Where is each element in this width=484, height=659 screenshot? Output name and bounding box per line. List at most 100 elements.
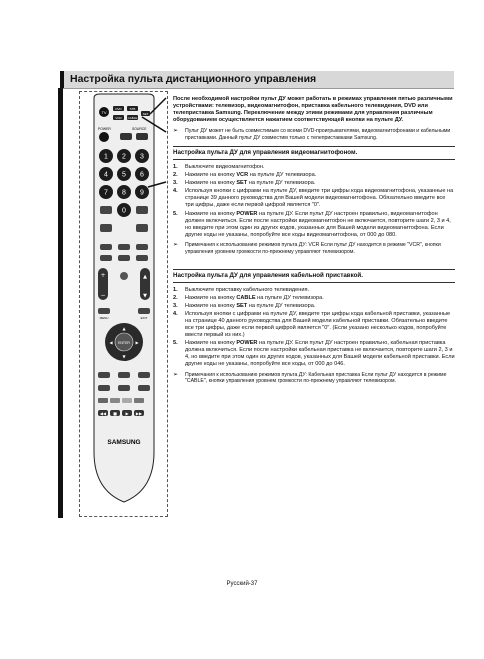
vcr-heading: Настройка пульта ДУ для управления видео…	[173, 148, 358, 156]
title-accent	[60, 71, 64, 88]
lower-button-4[interactable]	[98, 385, 110, 391]
callout-digits	[147, 181, 167, 188]
intro-note-text: Пульт ДУ может не быть совместимым со вс…	[185, 128, 451, 142]
rewind-button[interactable]	[98, 410, 108, 416]
step-text: Используя кнопки с цифрами на пульте ДУ,…	[185, 311, 455, 339]
step-text: Выключите приставку кабельного телевиден…	[185, 287, 309, 294]
step-key-name: SET	[236, 180, 248, 187]
step-text-post: на пульте ДУ телевизора.	[247, 302, 316, 309]
cable-note-text: Примечания к использованию режимов пульт…	[185, 371, 447, 385]
vcr-step: 1.Выключите видеомагнитофон.	[173, 164, 455, 171]
stop-button[interactable]	[110, 410, 120, 416]
cable-button[interactable]	[127, 115, 138, 120]
stb-button[interactable]	[127, 106, 138, 111]
instructions: После необходимой настройки пульт ДУ мож…	[173, 96, 455, 388]
digit-button-3[interactable]	[135, 149, 149, 163]
vcr-step: 5.Нажмите на кнопку POWER на пульте ДУ. …	[173, 211, 455, 239]
menu-label: MENU	[100, 316, 109, 320]
func-button-5[interactable]	[118, 255, 130, 261]
nav-right-icon: ▶	[135, 340, 139, 345]
side-bar	[58, 88, 63, 518]
vol-plus-icon: +	[100, 272, 105, 279]
lower-button-1[interactable]	[98, 372, 110, 378]
digit-label: 8	[122, 190, 126, 197]
cable-step: 5.Нажмите на кнопку POWER на пульте ДУ. …	[173, 340, 455, 368]
step-text-pre: Выключите приставку кабельного телевиден…	[185, 286, 310, 293]
title-bar: Настройка пульта дистанционного управлен…	[60, 71, 454, 89]
power-button[interactable]	[99, 132, 109, 142]
forward-icon: ▶▶	[136, 411, 143, 416]
cable-step: 1. Выключите приставку кабельного телевид…	[173, 287, 455, 294]
exit-button[interactable]	[138, 308, 150, 314]
vcr-step: 4.Используя кнопки с цифрами на пульте Д…	[173, 188, 455, 209]
red-button[interactable]	[98, 398, 108, 403]
dvd-button[interactable]	[113, 106, 124, 111]
play-button[interactable]	[122, 410, 132, 416]
enter-label: ENTER	[118, 341, 130, 345]
lower-button-5[interactable]	[118, 385, 130, 391]
lower-button-2[interactable]	[118, 372, 130, 378]
note-arrow-icon: ➢	[173, 371, 179, 378]
step-text: Нажмите на кнопку SET на пульте ДУ телев…	[185, 180, 315, 187]
lower-button-6[interactable]	[138, 385, 150, 391]
green-button[interactable]	[110, 398, 120, 403]
channel-rocker[interactable]	[140, 268, 150, 300]
source-button[interactable]	[136, 133, 148, 140]
mode-button[interactable]	[120, 133, 132, 140]
play-icon: ▶	[125, 411, 129, 416]
page-title: Настройка пульта дистанционного управлен…	[70, 73, 317, 85]
step-text: Нажмите на кнопку VCR на пульте ДУ телев…	[185, 172, 316, 179]
aux-key-3[interactable]	[100, 224, 112, 232]
func-button-3[interactable]	[136, 244, 148, 250]
callout-set	[149, 97, 167, 115]
func-button-4[interactable]	[100, 255, 112, 261]
enter-button[interactable]	[114, 332, 134, 352]
mute-button[interactable]	[120, 272, 128, 280]
yellow-button[interactable]	[122, 398, 132, 403]
step-number: 1.	[173, 286, 178, 293]
nav-down-icon: ▼	[122, 354, 126, 359]
digit-label: 2	[122, 154, 126, 161]
digit-button-7[interactable]	[99, 185, 113, 199]
cable-label: CABLE	[128, 116, 138, 120]
digit-button-1[interactable]	[99, 149, 113, 163]
cable-section-heading: Настройка пульта ДУ для управления кабел…	[173, 268, 455, 283]
aux-key-4[interactable]	[136, 224, 148, 232]
step-text-pre: Нажмите на кнопку	[185, 210, 237, 217]
step-text-pre: Нажмите на кнопку	[185, 172, 237, 179]
digit-button-0[interactable]	[117, 203, 131, 217]
forward-button[interactable]	[134, 410, 144, 416]
step-number: 4.	[173, 188, 178, 195]
note-arrow-icon: ➢	[173, 241, 179, 248]
func-button-6[interactable]	[136, 255, 148, 261]
digit-button-4[interactable]	[99, 167, 113, 181]
source-label: SOURCE	[132, 127, 147, 131]
volume-rocker[interactable]	[98, 268, 108, 300]
nav-up-icon: ▲	[122, 326, 126, 331]
digit-label: 5	[122, 172, 126, 179]
blue-button[interactable]	[134, 398, 144, 403]
step-key-name: CABLE	[236, 294, 256, 301]
func-button-2[interactable]	[118, 244, 130, 250]
digit-label: 0	[122, 208, 126, 215]
lower-button-3[interactable]	[138, 372, 150, 378]
digit-button-9[interactable]	[135, 185, 149, 199]
step-text: Нажмите на кнопку CABLE на пульте ДУ тел…	[185, 295, 324, 302]
tv-mode-button[interactable]	[99, 107, 109, 117]
intro-text: После необходимой настройки пульт ДУ мож…	[173, 96, 453, 124]
step-key-name: POWER	[236, 210, 258, 217]
set-button[interactable]	[141, 111, 150, 116]
vcr-steps: 1.Выключите видеомагнитофон.2.Нажмите на…	[173, 164, 455, 239]
digit-button-5[interactable]	[117, 167, 131, 181]
digit-button-6[interactable]	[135, 167, 149, 181]
vcr-button[interactable]	[113, 115, 124, 120]
aux-key-1[interactable]	[100, 206, 112, 214]
digit-button-2[interactable]	[117, 149, 131, 163]
aux-key-2[interactable]	[136, 206, 148, 214]
menu-button[interactable]	[98, 308, 110, 314]
func-button-1[interactable]	[100, 244, 112, 250]
ch-up-icon: ▲	[143, 274, 147, 280]
digit-label: 4	[104, 172, 108, 179]
digit-button-8[interactable]	[117, 185, 131, 199]
